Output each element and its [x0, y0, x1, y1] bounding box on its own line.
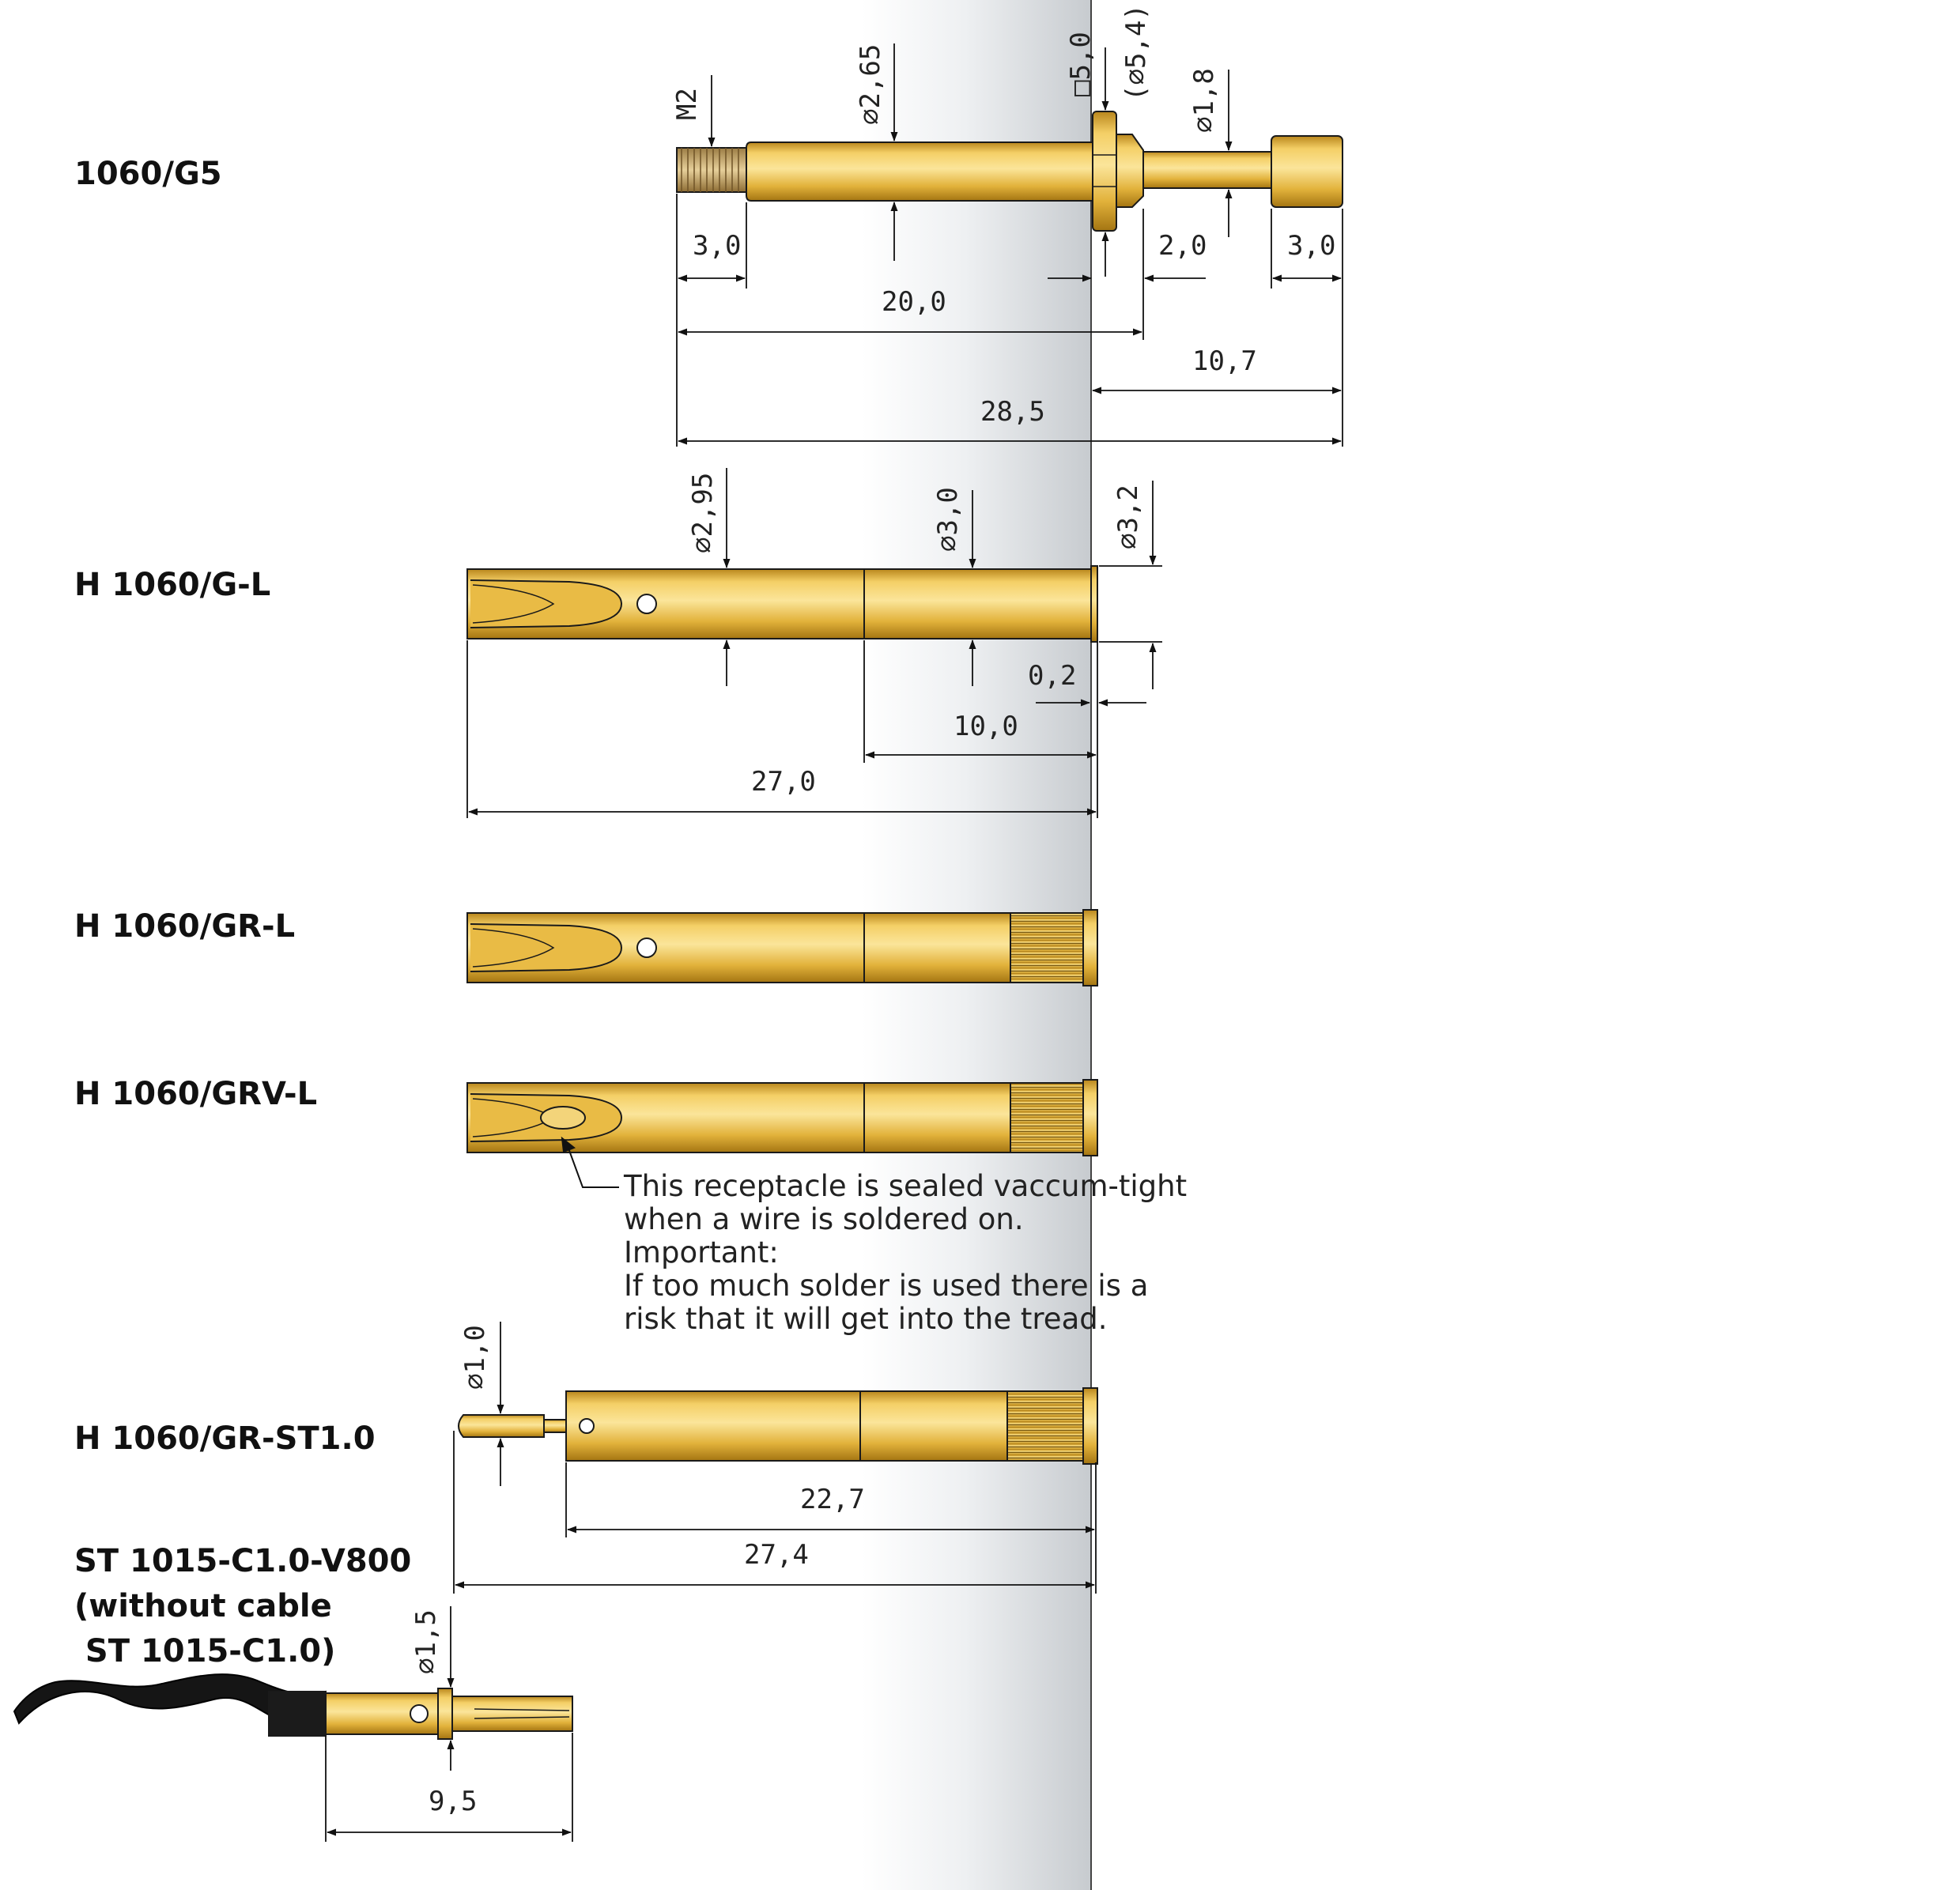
- note-line-2: when a wire is soldered on.: [624, 1202, 1024, 1236]
- g5-head-length: 3,0: [1287, 230, 1335, 262]
- st1015-diameter: ⌀1,5: [410, 1609, 442, 1674]
- label-h1060-g-l: H 1060/G-L: [74, 567, 271, 603]
- g5-collar: [1092, 111, 1117, 232]
- label-st1015-line3: ST 1015-C1.0): [74, 1633, 336, 1669]
- label-h1060-gr-st1: H 1060/GR-ST1.0: [74, 1420, 376, 1457]
- part-h1060-g-l-drawing: [466, 565, 1098, 643]
- label-h1060-gr-l: H 1060/GR-L: [74, 908, 296, 945]
- g-l-dimensions: [466, 468, 1162, 818]
- part-st1015-drawing: [13, 1673, 573, 1740]
- note-line-1: This receptacle is sealed vaccum-tight: [624, 1169, 1188, 1203]
- label-1060-g5: 1060/G5: [74, 156, 222, 192]
- gr-st1-total-length: 27,4: [744, 1539, 809, 1571]
- g5-collar-length: 2,0: [1158, 230, 1207, 262]
- label-st1015-line1: ST 1015-C1.0-V800: [74, 1543, 412, 1579]
- g-l-diameter-b: ⌀3,0: [932, 487, 964, 552]
- sealing-note: This receptacle is sealed vaccum-tight w…: [624, 1170, 1187, 1336]
- gr-st1-pin-diameter: ⌀1,0: [459, 1325, 491, 1390]
- part-h1060-grv-l-drawing: [466, 1079, 1098, 1156]
- g5-thread-size: M2: [671, 88, 703, 120]
- label-h1060-grv-l: H 1060/GRV-L: [74, 1076, 318, 1112]
- g5-body-diameter: ⌀2,65: [855, 44, 886, 125]
- g5-total-length: 28,5: [980, 396, 1045, 428]
- g5-pin: [1142, 151, 1272, 189]
- part-1060-g5-drawing: [676, 111, 1343, 232]
- label-st1015-line2: (without cable: [74, 1588, 332, 1624]
- gr-st1-dimensions: [453, 1322, 1097, 1594]
- gr-st1-body-length: 22,7: [800, 1484, 865, 1515]
- g-l-front-length: 10,0: [954, 711, 1018, 742]
- g-l-total-length: 27,0: [751, 766, 816, 798]
- g-l-lip-length: 0,2: [1028, 660, 1076, 692]
- g5-square-size: □5,0: [1065, 32, 1097, 96]
- st1015-dimensions: [325, 1606, 573, 1842]
- g5-head: [1271, 135, 1343, 208]
- g-l-diameter-a: ⌀2,95: [687, 473, 719, 553]
- g-l-diameter-c: ⌀3,2: [1112, 485, 1144, 549]
- note-line-4: If too much solder is used there is a: [624, 1269, 1149, 1303]
- st1015-length: 9,5: [429, 1786, 477, 1817]
- part-h1060-gr-st1-drawing: [458, 1387, 1098, 1465]
- g5-thread: [676, 147, 747, 193]
- note-line-3: Important:: [624, 1235, 779, 1269]
- g5-length-10-7: 10,7: [1192, 345, 1257, 377]
- g5-length-20: 20,0: [882, 286, 946, 318]
- g5-collar-diameter: (⌀5,4): [1120, 4, 1152, 101]
- g5-body: [746, 141, 1093, 202]
- grv-l-leader: [561, 1136, 619, 1188]
- part-h1060-gr-l-drawing: [466, 909, 1098, 986]
- note-line-5: risk that it will get into the tread.: [624, 1302, 1108, 1336]
- g5-thread-length: 3,0: [693, 230, 741, 262]
- g5-dimensions: [676, 43, 1343, 447]
- g5-cone: [1116, 134, 1144, 208]
- g5-pin-diameter: ⌀1,8: [1188, 68, 1220, 133]
